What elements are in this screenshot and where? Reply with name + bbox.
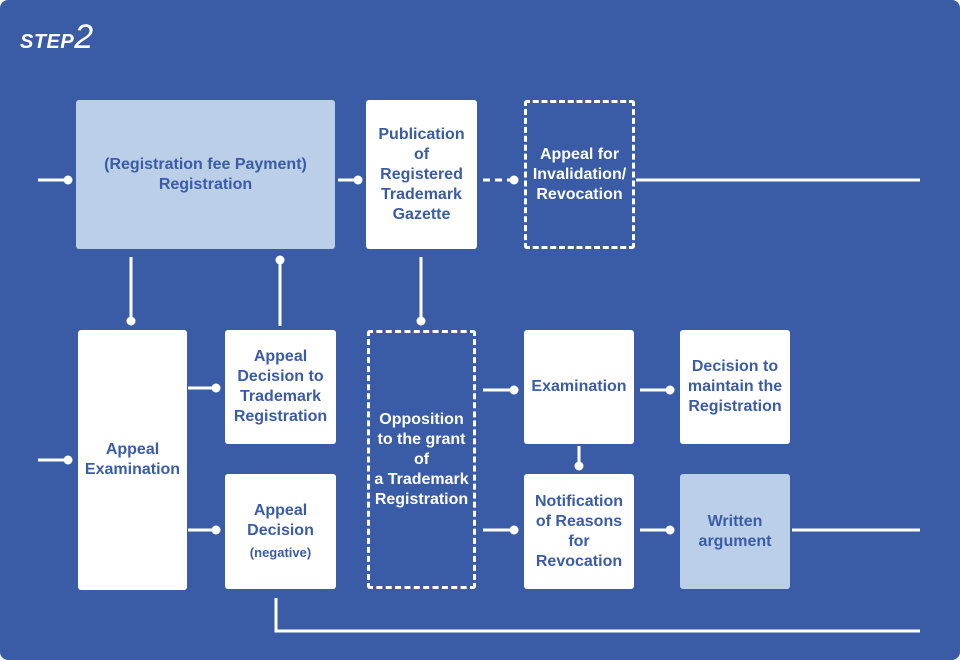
appeal-decision-negative-label: Appeal Decision [247,501,314,539]
appeal-examination-box: Appeal Examination [78,330,187,590]
notification-label: Notification of Reasons for Revocation [535,492,623,570]
step-label: STEP2 [20,18,93,57]
notification-box: Notification of Reasons for Revocation [524,474,634,589]
publication-box: Publication of Registered Trademark Gaze… [366,100,477,249]
decision-maintain-label: Decision to maintain the Registration [687,358,783,415]
examination-box: Examination [524,330,634,444]
appeal-decision-negative-note: (negative) [249,544,312,560]
written-argument-box: Written argument [680,474,790,589]
written-argument-label: Written argument [698,512,772,550]
appeal-decision-negative-box: Appeal Decision (negative) [225,474,336,589]
appeal-invalidation-label: Appeal for Invalidation/ Revocation [532,145,627,203]
examination-label: Examination [531,378,627,395]
line-negative-decision-exit [274,598,920,633]
appeal-decision-registration-label: Appeal Decision to Trademark Registratio… [233,348,328,425]
step-word: STEP [20,31,75,53]
opposition-box: Opposition to the grant of a Trademark R… [367,330,476,589]
appeal-examination-label: Appeal Examination [84,441,181,478]
opposition-label: Opposition to the grant of a Trademark R… [374,410,469,508]
step-number: 2 [74,18,94,56]
publication-label: Publication of Registered Trademark Gaze… [378,125,465,223]
decision-maintain-box: Decision to maintain the Registration [680,330,790,444]
registration-box: (Registration fee Payment) Registration [76,100,335,249]
registration-label: (Registration fee Payment) Registration [104,155,307,193]
appeal-decision-registration-box: Appeal Decision to Trademark Registratio… [225,330,336,444]
appeal-invalidation-box: Appeal for Invalidation/ Revocation [524,100,635,249]
